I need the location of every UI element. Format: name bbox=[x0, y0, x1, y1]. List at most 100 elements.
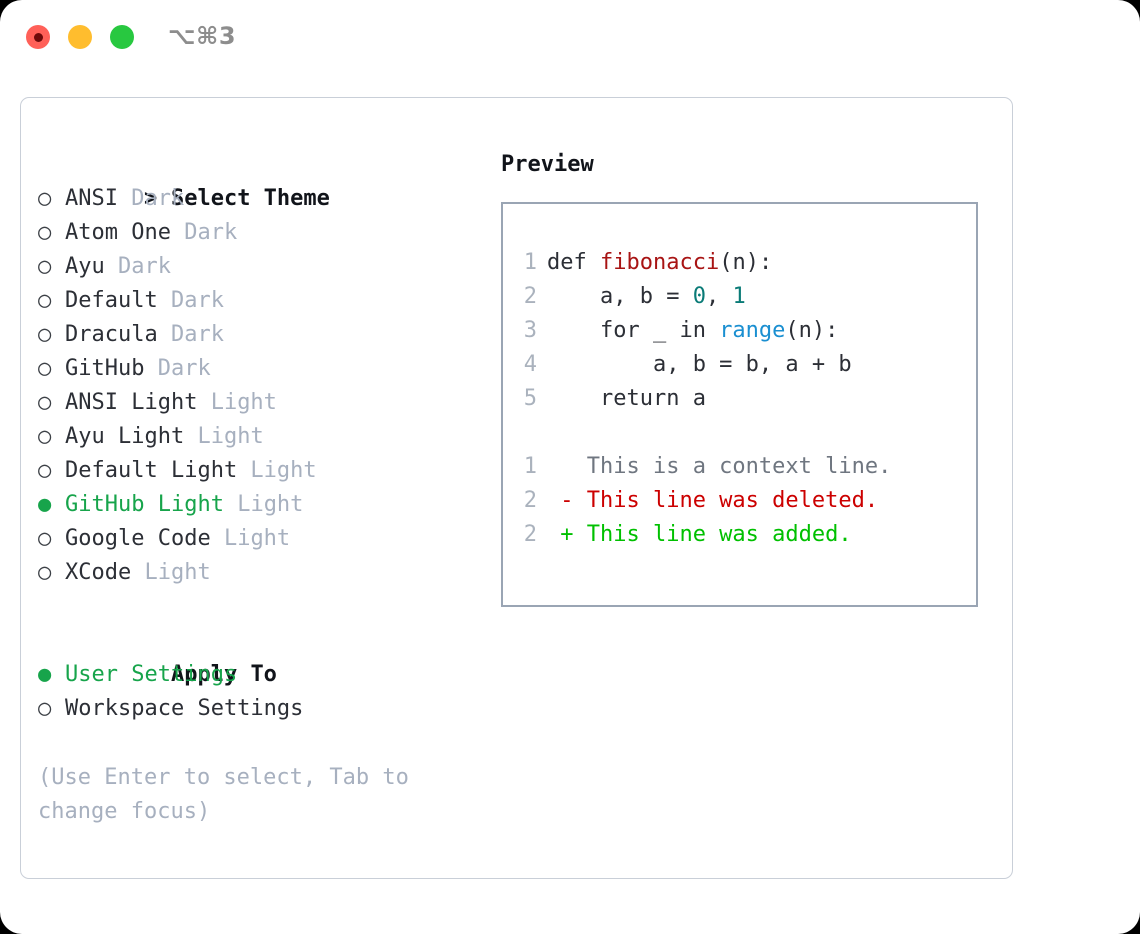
theme-item-label: Default bbox=[65, 288, 158, 313]
code-token: range bbox=[719, 318, 786, 343]
theme-variant-tag: Dark bbox=[157, 322, 224, 347]
theme-variant-tag: Dark bbox=[170, 220, 238, 245]
radio-unselected-icon: ○ bbox=[38, 288, 52, 313]
apply-to-item-label: User Settings bbox=[65, 662, 238, 687]
select-theme-header-label: Select Theme bbox=[170, 186, 330, 211]
theme-item-atom-one[interactable]: ○Atom One Dark bbox=[38, 216, 488, 250]
theme-item-label: XCode bbox=[65, 560, 132, 585]
theme-variant-tag: Dark bbox=[144, 356, 211, 381]
close-button-icon[interactable] bbox=[26, 25, 50, 49]
preview-title: Preview bbox=[501, 152, 594, 177]
theme-item-label: ANSI bbox=[65, 186, 118, 211]
code-line: 5 return a bbox=[503, 382, 976, 416]
radio-unselected-icon: ○ bbox=[38, 254, 52, 279]
code-token: (n): bbox=[719, 250, 773, 275]
content-panel: >Select Theme ○ANSI Dark○Atom One Dark○A… bbox=[20, 97, 1013, 879]
code-token: for _ in bbox=[547, 318, 720, 343]
theme-item-ayu-light[interactable]: ○Ayu Light Light bbox=[38, 420, 488, 454]
radio-selected-icon: ● bbox=[38, 492, 52, 517]
apply-to-header: Apply To bbox=[38, 624, 488, 687]
theme-item-label: ANSI Light bbox=[65, 390, 198, 415]
code-token: 1 bbox=[732, 284, 746, 309]
theme-item-default-light[interactable]: ○Default Light Light bbox=[38, 454, 488, 488]
theme-variant-tag: Dark bbox=[117, 186, 185, 211]
radio-unselected-icon: ○ bbox=[38, 526, 52, 551]
apply-to-item-workspace-settings[interactable]: ○ Workspace Settings bbox=[38, 692, 488, 726]
radio-selected-icon: ● bbox=[38, 662, 52, 687]
theme-item-label: Google Code bbox=[65, 526, 211, 551]
theme-item-label: Ayu bbox=[65, 254, 105, 279]
theme-item-github[interactable]: ○GitHub Dark bbox=[38, 352, 488, 386]
radio-unselected-icon: ○ bbox=[38, 186, 52, 211]
radio-unselected-icon: ○ bbox=[38, 424, 52, 449]
theme-item-ansi-light[interactable]: ○ ANSI Light Light bbox=[38, 386, 488, 420]
code-line: 3 for _ in range(n): bbox=[503, 314, 976, 348]
theme-variant-tag: Dark bbox=[157, 288, 224, 313]
code-token: def bbox=[547, 250, 600, 275]
theme-item-xcode[interactable]: ○ XCode Light bbox=[38, 556, 488, 590]
code-line: 1 def fibonacci(n): bbox=[503, 246, 976, 280]
keyboard-shortcut-label: ⌥⌘3 bbox=[168, 22, 237, 50]
minimize-button-icon[interactable] bbox=[68, 25, 92, 49]
code-token: (n): bbox=[785, 318, 839, 343]
radio-unselected-icon: ○ bbox=[38, 390, 52, 415]
theme-item-label: Atom One bbox=[65, 220, 171, 245]
line-number: 1 bbox=[523, 250, 537, 275]
theme-item-label: Dracula bbox=[65, 322, 158, 347]
code-token: This is a context line. bbox=[547, 454, 892, 479]
line-number: 2 bbox=[523, 284, 537, 309]
theme-variant-tag: Light bbox=[223, 492, 304, 517]
apply-to-list: ● User Settings ○ Workspace Settings bbox=[38, 658, 488, 726]
theme-item-label: Default Light bbox=[65, 458, 238, 483]
line-number: 4 bbox=[523, 352, 537, 377]
radio-unselected-icon: ○ bbox=[38, 696, 52, 721]
theme-item-label: GitHub Light bbox=[65, 492, 224, 517]
theme-variant-tag: Light bbox=[237, 458, 317, 483]
line-number: 1 bbox=[523, 454, 537, 479]
code-token: return a bbox=[547, 386, 706, 411]
keyboard-hint-text: (Use Enter to select, Tab to change focu… bbox=[38, 765, 423, 824]
theme-selector-column: >Select Theme ○ANSI Dark○Atom One Dark○A… bbox=[38, 148, 488, 726]
radio-unselected-icon: ○ bbox=[38, 560, 52, 585]
zoom-button-icon[interactable] bbox=[110, 25, 134, 49]
code-token: 0 bbox=[692, 284, 706, 309]
apply-to-item-label: Workspace Settings bbox=[65, 696, 304, 721]
theme-item-ansi[interactable]: ○ ANSI Dark bbox=[38, 182, 488, 216]
theme-item-github-light[interactable]: ● GitHub Light Light bbox=[38, 488, 488, 522]
code-token: fibonacci bbox=[599, 250, 720, 275]
theme-variant-tag: Light bbox=[184, 424, 264, 449]
radio-unselected-icon: ○ bbox=[38, 356, 52, 381]
diff-line: 2 - This line was deleted. bbox=[503, 484, 976, 518]
code-diff-spacer bbox=[503, 416, 976, 450]
traffic-lights bbox=[26, 25, 134, 49]
code-token: - This line was deleted. bbox=[547, 488, 879, 513]
apply-to-item-user-settings[interactable]: ● User Settings bbox=[38, 658, 488, 692]
theme-list: ○ANSI Dark○Atom One Dark○Ayu Dark○Defaul… bbox=[38, 182, 488, 590]
line-number: 5 bbox=[523, 386, 537, 411]
title-bar: ⌥⌘3 bbox=[0, 0, 1140, 76]
apply-to-header-label: Apply To bbox=[170, 662, 277, 687]
code-line: 4 a, b = b, a + b bbox=[503, 348, 976, 382]
code-token: a, b = bbox=[547, 284, 693, 309]
prompt-caret-icon: > bbox=[143, 186, 158, 211]
select-theme-header: > Select Theme bbox=[38, 148, 488, 211]
theme-item-ayu[interactable]: ○ Ayu Dark bbox=[38, 250, 488, 284]
diff-line: 2 + This line was added. bbox=[503, 518, 976, 552]
radio-unselected-icon: ○ bbox=[38, 322, 52, 347]
theme-item-dracula[interactable]: ○ Dracula Dark bbox=[38, 318, 488, 352]
theme-item-default[interactable]: ○ Default Dark bbox=[38, 284, 488, 318]
line-number: 3 bbox=[523, 318, 537, 343]
theme-variant-tag: Dark bbox=[104, 254, 171, 279]
theme-variant-tag: Light bbox=[210, 526, 291, 551]
theme-item-google-code[interactable]: ○ Google Code Light bbox=[38, 522, 488, 556]
theme-variant-tag: Light bbox=[131, 560, 211, 585]
code-token: + This line was added. bbox=[547, 522, 852, 547]
line-number: 2 bbox=[523, 488, 537, 513]
diff-sample: 1 This is a context line. 2 - This line w… bbox=[503, 450, 976, 552]
theme-variant-tag: Light bbox=[197, 390, 277, 415]
code-token: a, b = b, a + b bbox=[547, 352, 852, 377]
code-line: 2 a, b = 0, 1 bbox=[503, 280, 976, 314]
